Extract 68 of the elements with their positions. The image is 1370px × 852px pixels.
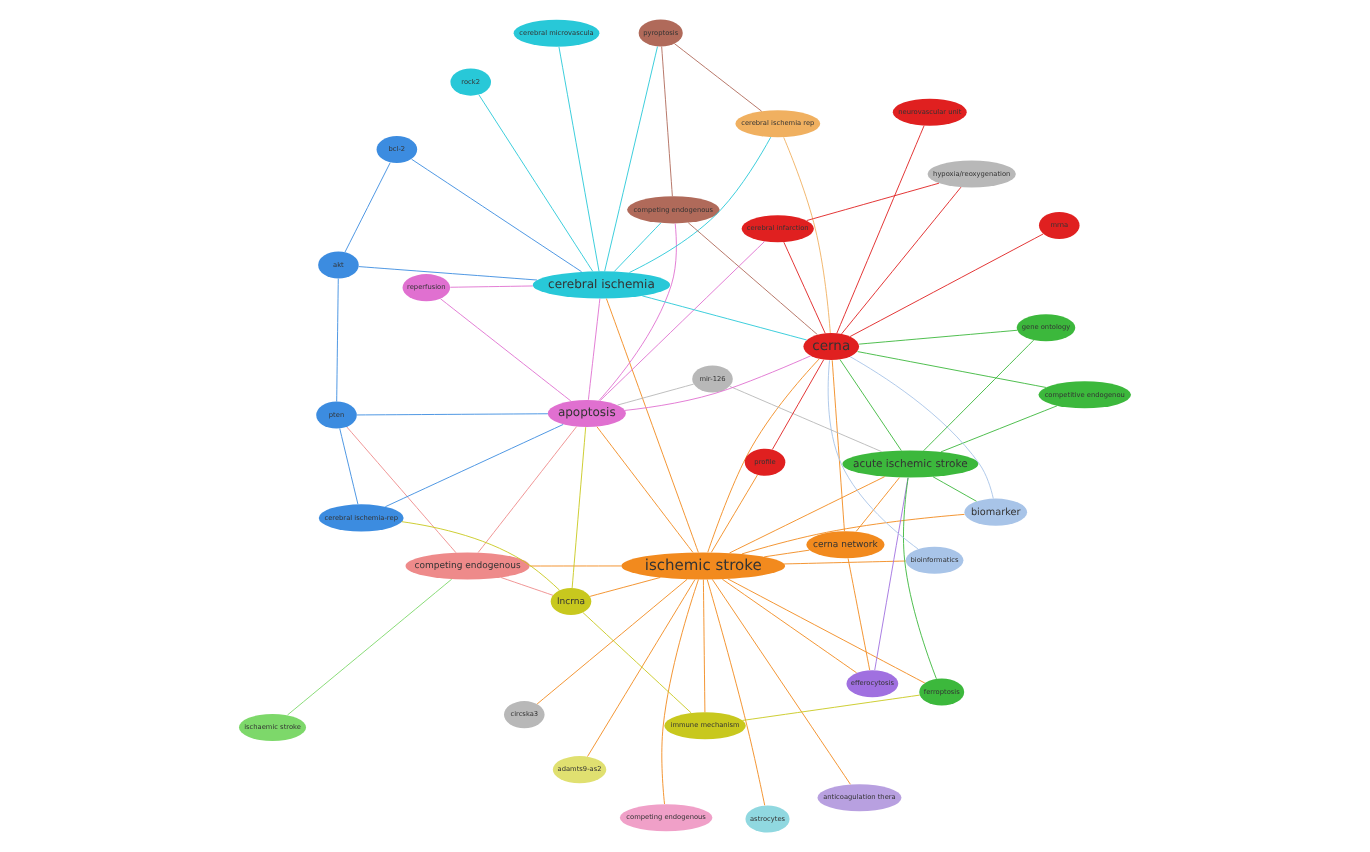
connector	[599, 241, 766, 401]
connector	[605, 298, 699, 553]
connector	[356, 413, 549, 416]
connector	[358, 266, 538, 281]
connector	[710, 474, 758, 553]
connector	[339, 428, 359, 505]
connector	[827, 359, 919, 550]
connector	[589, 577, 661, 597]
connector	[849, 233, 1044, 337]
connector	[598, 223, 677, 401]
connector	[721, 578, 858, 674]
connector	[500, 577, 554, 596]
connector	[449, 285, 534, 288]
connector	[624, 355, 812, 411]
connector	[582, 612, 692, 714]
connector	[613, 222, 662, 272]
connector	[855, 477, 900, 532]
connector	[858, 329, 1018, 345]
connector	[661, 579, 699, 805]
connector	[344, 162, 391, 253]
connector	[529, 565, 622, 567]
connector	[940, 405, 1058, 453]
connector	[711, 578, 851, 785]
connector	[783, 241, 826, 334]
connector	[439, 298, 572, 402]
connector	[763, 549, 810, 558]
connector	[596, 426, 694, 553]
connector	[346, 426, 457, 554]
connector	[783, 136, 831, 334]
connector	[617, 383, 695, 406]
connector	[839, 359, 902, 451]
connector	[903, 477, 937, 680]
connector	[727, 578, 926, 684]
connector	[783, 560, 907, 565]
connector	[841, 186, 962, 335]
connector	[729, 385, 883, 453]
connector	[847, 557, 871, 671]
connector	[707, 358, 820, 553]
connector	[849, 356, 994, 499]
connector	[923, 339, 1035, 452]
connector	[536, 578, 688, 705]
connector	[932, 476, 977, 502]
connector	[806, 182, 940, 221]
connector	[287, 578, 453, 716]
connector	[571, 426, 587, 589]
connector	[771, 359, 825, 450]
connector	[336, 278, 339, 402]
connector	[673, 43, 763, 112]
connector	[831, 359, 845, 532]
connector	[857, 351, 1047, 388]
connector	[478, 94, 594, 272]
connector	[604, 46, 658, 272]
connector	[742, 694, 921, 721]
connector	[687, 222, 818, 336]
connector	[836, 125, 925, 334]
connector	[661, 46, 673, 197]
connector	[641, 295, 808, 341]
connector	[411, 158, 583, 273]
connector	[477, 426, 578, 553]
connector	[587, 579, 696, 757]
connector	[702, 579, 706, 713]
connector	[587, 298, 601, 401]
connector	[741, 513, 965, 555]
connector	[874, 477, 909, 671]
connector	[558, 46, 600, 272]
connector	[706, 579, 766, 806]
connector	[384, 424, 564, 508]
connector	[729, 476, 886, 554]
